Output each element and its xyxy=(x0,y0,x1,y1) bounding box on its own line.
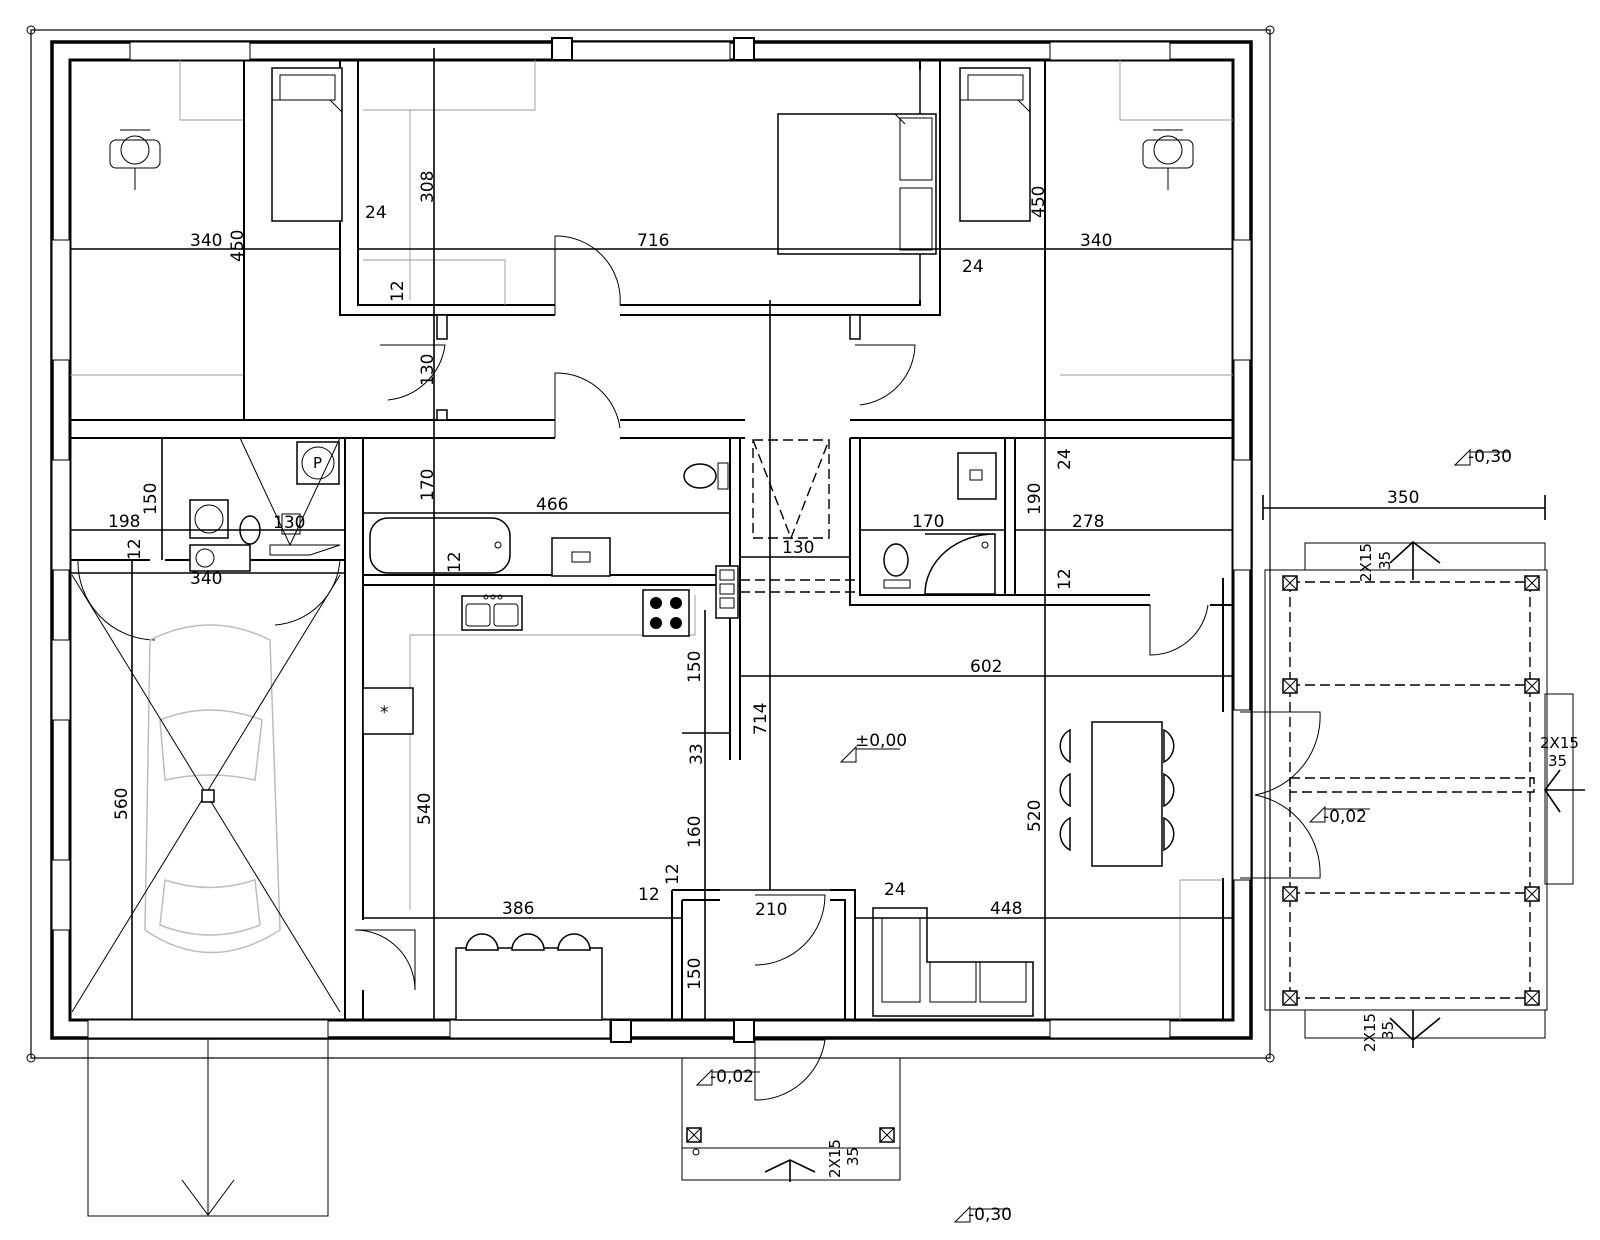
beam-top-a: 2X15 xyxy=(1357,543,1375,582)
bed-icon xyxy=(271,67,343,222)
beam-top-b: 35 xyxy=(1376,551,1394,570)
reference-frame xyxy=(26,25,1275,1063)
bathtub-icon xyxy=(369,517,511,574)
dimension-lines xyxy=(70,48,1585,1182)
beam-porch-a: 2X15 xyxy=(826,1139,844,1178)
dim-540: 540 xyxy=(415,793,435,825)
dim-520: 520 xyxy=(1025,800,1045,832)
level-marker-icon xyxy=(695,448,1510,1223)
shower-dashed xyxy=(752,439,830,540)
dim-12-e: 12 xyxy=(1055,568,1075,590)
duct-icon xyxy=(715,565,860,760)
garage-drain xyxy=(201,789,215,803)
dim-24-a: 24 xyxy=(365,203,387,223)
dim-190: 190 xyxy=(1025,483,1045,515)
exterior-walls xyxy=(50,37,1253,1043)
bed-icon xyxy=(959,67,1031,222)
dining-table-icon xyxy=(1059,721,1175,867)
beam-bottom-b: 35 xyxy=(1379,1021,1397,1040)
dim-12-c: 12 xyxy=(663,863,683,885)
office-chair-icon xyxy=(109,129,161,190)
dim-210: 210 xyxy=(755,900,787,920)
beam-side-b: 35 xyxy=(1548,752,1567,770)
dim-150-util: 150 xyxy=(141,483,161,515)
dim-12-d: 12 xyxy=(638,885,660,905)
toilet-icon xyxy=(883,543,911,589)
utility-diagonal xyxy=(239,437,341,547)
dim-350: 350 xyxy=(1387,488,1419,508)
level-labels: -0,30 ±0,00 -0,02 -0,02 -0,30 xyxy=(710,447,1512,1225)
dim-198: 198 xyxy=(108,512,140,532)
dim-340-left: 340 xyxy=(190,231,222,251)
level-ground-south: -0,30 xyxy=(968,1205,1012,1225)
dim-24-b: 24 xyxy=(962,257,984,277)
office-chair-icon xyxy=(1142,129,1194,190)
shower-icon xyxy=(924,533,996,595)
toilet-icon xyxy=(683,462,729,490)
bed-icon xyxy=(777,113,937,255)
dim-160: 160 xyxy=(685,816,705,848)
fridge-icon: * xyxy=(362,687,414,735)
dim-24-d: 24 xyxy=(1055,448,1075,470)
dim-170: 170 xyxy=(418,469,438,501)
dim-33: 33 xyxy=(687,743,707,765)
dim-716: 716 xyxy=(637,231,669,251)
doors xyxy=(77,235,1321,1101)
beam-labels: 2X15 35 2X15 35 2X15 35 2X15 35 xyxy=(826,543,1579,1178)
dim-386: 386 xyxy=(502,899,534,919)
dim-448: 448 xyxy=(990,899,1022,919)
dim-12-util: 12 xyxy=(125,538,145,560)
dim-150-kitchen: 150 xyxy=(685,651,705,683)
dim-714: 714 xyxy=(751,703,771,735)
beam-porch-b: 35 xyxy=(844,1147,862,1166)
level-ground-east: -0,30 xyxy=(1468,447,1512,467)
dim-278: 278 xyxy=(1072,512,1104,532)
faint-outlines xyxy=(70,60,1233,1020)
sofa-icon xyxy=(872,907,1034,1017)
dim-340-garage: 340 xyxy=(190,569,222,589)
entrance-porch xyxy=(681,1057,901,1181)
svg-text:*: * xyxy=(380,703,389,723)
level-entrance: -0,02 xyxy=(710,1067,754,1087)
beam-bottom-a: 2X15 xyxy=(1361,1013,1379,1052)
level-terrace: -0,02 xyxy=(1323,807,1367,827)
beam-side-a: 2X15 xyxy=(1540,734,1579,752)
dim-130-bath: 130 xyxy=(782,538,814,558)
washing-machine-icon xyxy=(189,499,251,572)
dim-130-util: 130 xyxy=(273,513,305,533)
dim-308: 308 xyxy=(418,171,438,203)
sink-icon xyxy=(957,452,997,500)
boiler-label: P xyxy=(313,454,322,472)
post-icon xyxy=(1282,575,1540,1006)
dim-12-b: 12 xyxy=(445,551,465,573)
dim-340-right: 340 xyxy=(1080,231,1112,251)
dim-12-a: 12 xyxy=(388,280,408,302)
dim-560: 560 xyxy=(112,788,132,820)
terrace xyxy=(1264,542,1574,1039)
stove-icon xyxy=(642,589,690,637)
garage-apron xyxy=(87,1037,329,1217)
dimension-labels: 340 450 716 308 24 12 450 340 24 130 170… xyxy=(108,171,1419,990)
kitchen-sink-icon xyxy=(461,594,523,631)
dim-170-bath: 170 xyxy=(912,512,944,532)
dim-24-c: 24 xyxy=(884,880,906,900)
dim-450-left: 450 xyxy=(228,230,248,262)
boiler-icon: P xyxy=(296,441,340,485)
dim-450-right: 450 xyxy=(1029,186,1049,218)
dim-466: 466 xyxy=(536,495,568,515)
level-interior: ±0,00 xyxy=(855,731,907,751)
car-icon xyxy=(144,624,281,954)
sink-icon xyxy=(551,537,611,577)
dim-150-vest: 150 xyxy=(685,958,705,990)
dining-bar-icon xyxy=(455,933,603,1021)
dim-602: 602 xyxy=(970,657,1002,677)
dim-130-hall: 130 xyxy=(418,354,438,386)
